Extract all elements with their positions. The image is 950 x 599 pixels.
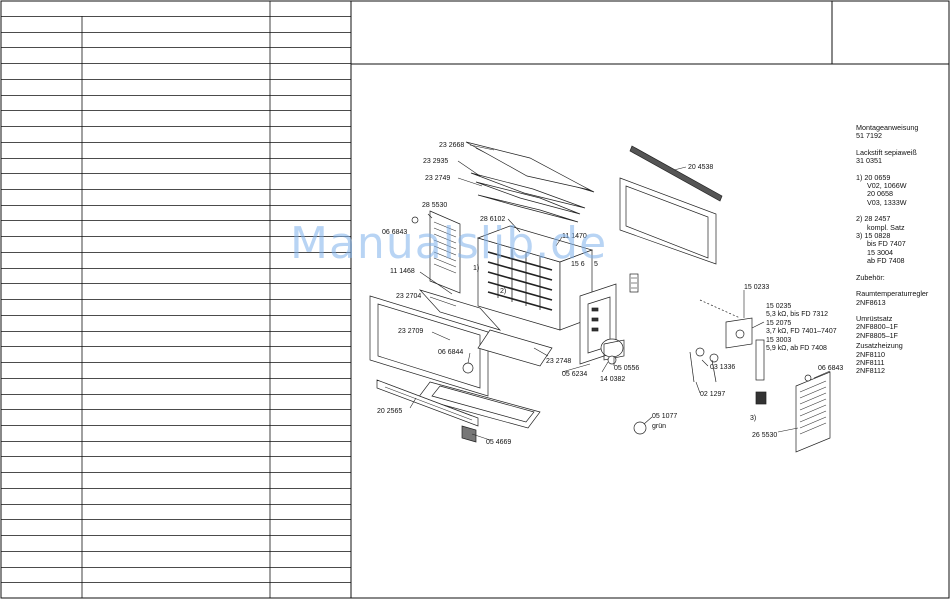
- callout-label: 23 2748: [546, 358, 571, 365]
- callout-15-line-6: 5,9 kΩ, ab FD 7408: [766, 345, 827, 352]
- callout-label: 06 6843: [382, 229, 407, 236]
- callout-label: 23 2704: [396, 293, 421, 300]
- footnote-2-detail: kompl. Satz: [867, 222, 905, 232]
- callout-label: 23 2668: [439, 142, 464, 149]
- footnote-3-detail: ab FD 7408: [867, 256, 905, 266]
- callout-label: 20 2565: [377, 408, 402, 415]
- callout-15-line-3: 15 2075: [766, 320, 791, 327]
- callout-label: 14 0382: [600, 376, 625, 383]
- callout-label: 5: [594, 261, 598, 268]
- accessory-zusatz-number: 2NF8112: [856, 366, 886, 376]
- callout-label: 11 1470: [562, 233, 587, 240]
- callout-label: 28 5530: [422, 202, 447, 209]
- callout-label: 23 2935: [423, 158, 448, 165]
- footnote-2: 2) 28 2457: [856, 214, 891, 224]
- callout-labels: 23 2668 23 2935 23 2749 28 5530 06 6843 …: [377, 142, 843, 446]
- callout-label: 06 6843: [818, 365, 843, 372]
- callout-label: 15 6: [571, 261, 585, 268]
- accessory-zusatz-label: Zusatzheizung: [856, 341, 903, 351]
- callout-label: 3): [750, 415, 756, 422]
- note-montage-number: 51 7192: [856, 131, 882, 141]
- footnote-1-variant: V03, 1333W: [867, 197, 907, 207]
- accessory-zusatz-number: 2NF8111: [856, 357, 885, 367]
- callout-label: 05 1077: [652, 413, 677, 420]
- callout-label: 11 1468: [390, 268, 415, 275]
- watermark: Manualslib.de: [290, 218, 608, 269]
- callout-label: 05 4669: [486, 439, 511, 446]
- notes-column: Montageanweisung 51 7192 Lackstift sepia…: [856, 123, 950, 376]
- parts-list-table: [1, 1, 351, 598]
- accessory-umruest-number: 2NF8800–1F: [856, 322, 898, 332]
- callout-label: 20 4538: [688, 164, 713, 171]
- callout-label: 23 2709: [398, 328, 423, 335]
- callout-label: 02 1297: [700, 391, 725, 398]
- callout-label: 1): [473, 265, 479, 272]
- exploded-view: [369, 141, 831, 453]
- callout-label: 03 1336: [710, 364, 735, 371]
- callout-15-line-4: 3,7 kΩ, FD 7401–7407: [766, 328, 837, 335]
- callout-label: 05 0556: [614, 365, 639, 372]
- footnote-1: 1) 20 0659: [856, 172, 891, 182]
- callout-label: grün: [652, 423, 666, 430]
- callout-15-line-1: 15 0235: [766, 303, 791, 310]
- callout-label: 05 6234: [562, 371, 587, 378]
- note-lack-label: Lackstift sepiaweiß: [856, 147, 917, 157]
- footnote-3-part: 15 3004: [867, 247, 893, 257]
- accessory-raum-number: 2NF8613: [856, 297, 886, 307]
- note-montage-label: Montageanweisung: [856, 123, 919, 132]
- accessory-umruest-label: Umrüstsatz: [856, 313, 893, 323]
- callout-label: 26 5530: [752, 432, 777, 439]
- footnote-1-variant: V02, 1066W: [867, 181, 907, 191]
- leader-lines: [409, 144, 831, 441]
- callout-label: 15 0233: [744, 284, 769, 291]
- footnote-3: 3) 15 0828: [856, 231, 891, 241]
- callout-label: 28 6102: [480, 216, 505, 223]
- note-lack-number: 31 0351: [856, 156, 882, 166]
- accessory-umruest-number: 2NF8805–1F: [856, 330, 898, 340]
- footnote-3-detail: bis FD 7407: [867, 239, 906, 249]
- callout-15-line-5: 15 3003: [766, 337, 791, 344]
- accessories-heading: Zubehör:: [856, 272, 885, 282]
- accessory-zusatz-number: 2NF8110: [856, 349, 886, 359]
- footnote-1-part: 20 0658: [867, 189, 893, 199]
- accessory-raum-label: Raumtemperaturregler: [856, 289, 929, 299]
- callout-label: 23 2749: [425, 175, 450, 182]
- callout-label: 2): [500, 288, 506, 295]
- callout-label: 06 6844: [438, 349, 463, 356]
- callout-15-line-2: 5,3 kΩ, bis FD 7312: [766, 311, 828, 318]
